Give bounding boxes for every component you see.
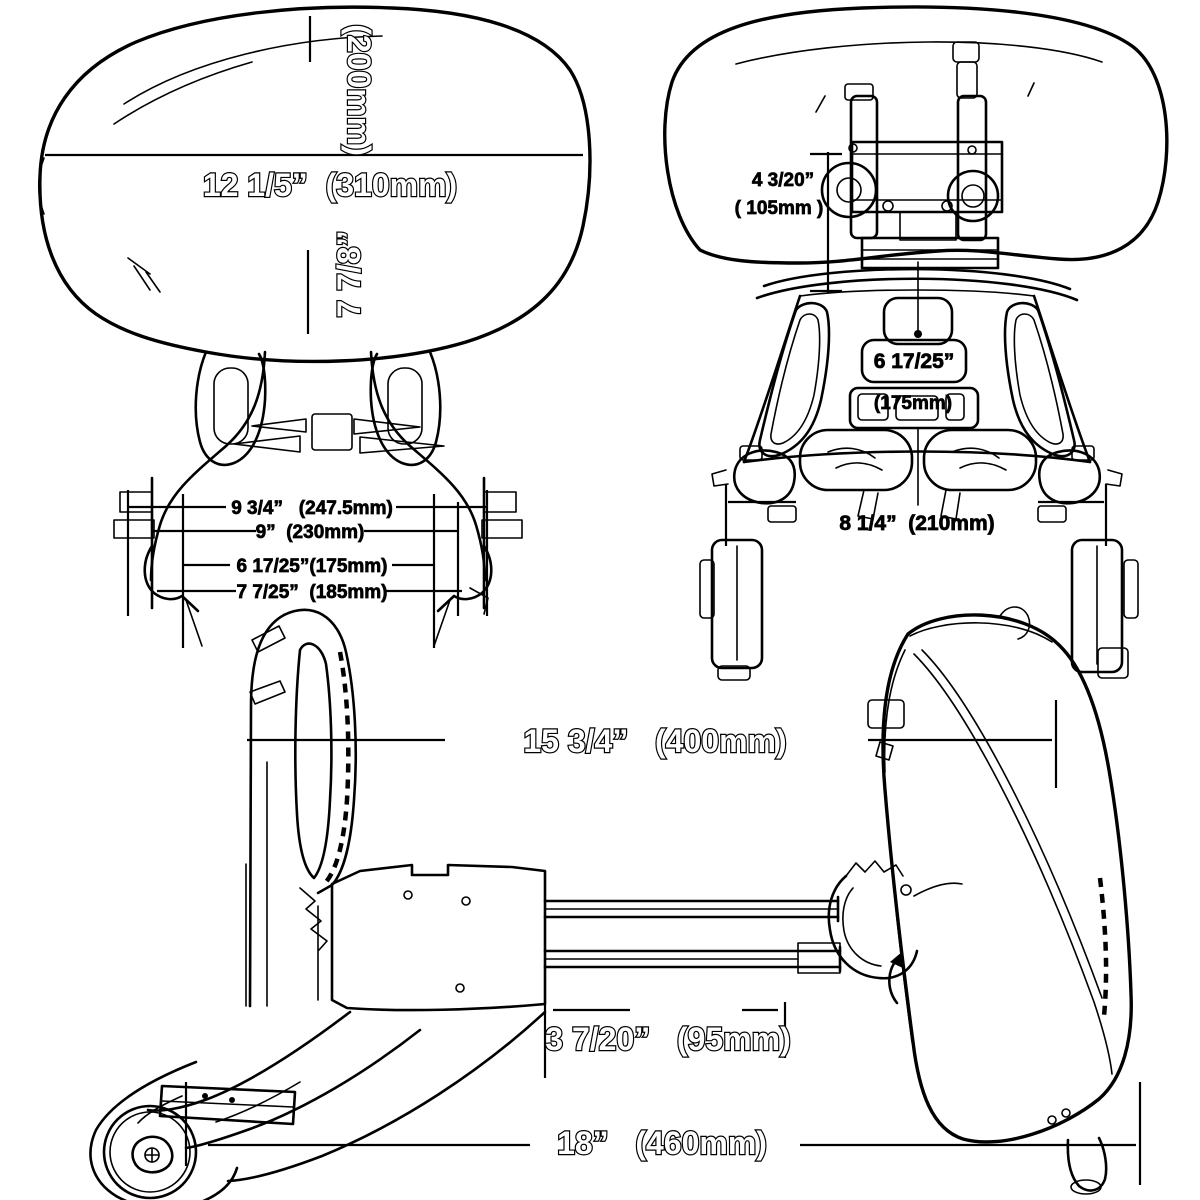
rear-dim-175-in-label: 6 17/25” <box>874 350 955 373</box>
rear-dim-105-mm-label: ( 105mm ) <box>735 198 824 219</box>
side-view: 15 3/4” (400mm) 3 7/20” (95mm) 18” (460m… <box>89 606 1142 1200</box>
side-slide-rails <box>543 895 842 974</box>
front-dim-185-label: 7 7/25” (185mm) <box>236 582 387 603</box>
front-height-mm-label: (200mm) <box>341 24 377 156</box>
rear-base-plate <box>742 261 1092 464</box>
front-adjuster-arrows <box>233 413 445 454</box>
side-dimension-lines <box>184 700 1142 1185</box>
side-dim-460-label: 18” (460mm) <box>557 1125 767 1161</box>
rear-backrest-pad <box>663 5 1169 265</box>
front-backrest-pad <box>37 5 592 364</box>
front-clamp-feet <box>113 476 523 647</box>
side-dim-95-label: 3 7/20” (95mm) <box>545 1021 790 1057</box>
rear-dimension-lines <box>724 152 1108 546</box>
rear-dim-105-in-label: 4 3/20” <box>752 170 814 191</box>
side-dim-400-label: 15 3/4” (400mm) <box>523 723 786 759</box>
side-lower-arm-and-wheel-mount <box>89 1010 547 1200</box>
side-base-plate <box>330 863 547 1012</box>
rear-dim-175-mm-label: (175mm) <box>874 393 952 414</box>
rear-pads-and-clamps <box>699 427 1139 681</box>
front-dim-230-label: 9” (230mm) <box>256 522 365 543</box>
side-upright-bar <box>245 608 358 1008</box>
front-mount-stem <box>149 350 487 582</box>
front-height-in-label: 7 7/8” <box>331 230 367 317</box>
zipper-pull-detail <box>127 257 161 293</box>
rear-dim-210-label: 8 1/4” (210mm) <box>839 512 994 535</box>
front-width-dimension-label: 12 1/5” (310mm) <box>203 167 457 203</box>
side-backrest-pad <box>867 606 1133 1195</box>
rear-mount-bracket <box>820 41 1004 270</box>
rear-view: 4 3/20” ( 105mm ) 6 17/25” (175mm) 8 1/4… <box>663 5 1169 681</box>
front-dim-175-label: 6 17/25”(175mm) <box>236 556 387 577</box>
front-view: 12 1/5” (310mm) (200mm) 7 7/8” 9 3/4” (2… <box>37 5 592 648</box>
front-dim-247-label: 9 3/4” (247.5mm) <box>231 498 393 519</box>
front-dimension-lines <box>45 16 583 648</box>
